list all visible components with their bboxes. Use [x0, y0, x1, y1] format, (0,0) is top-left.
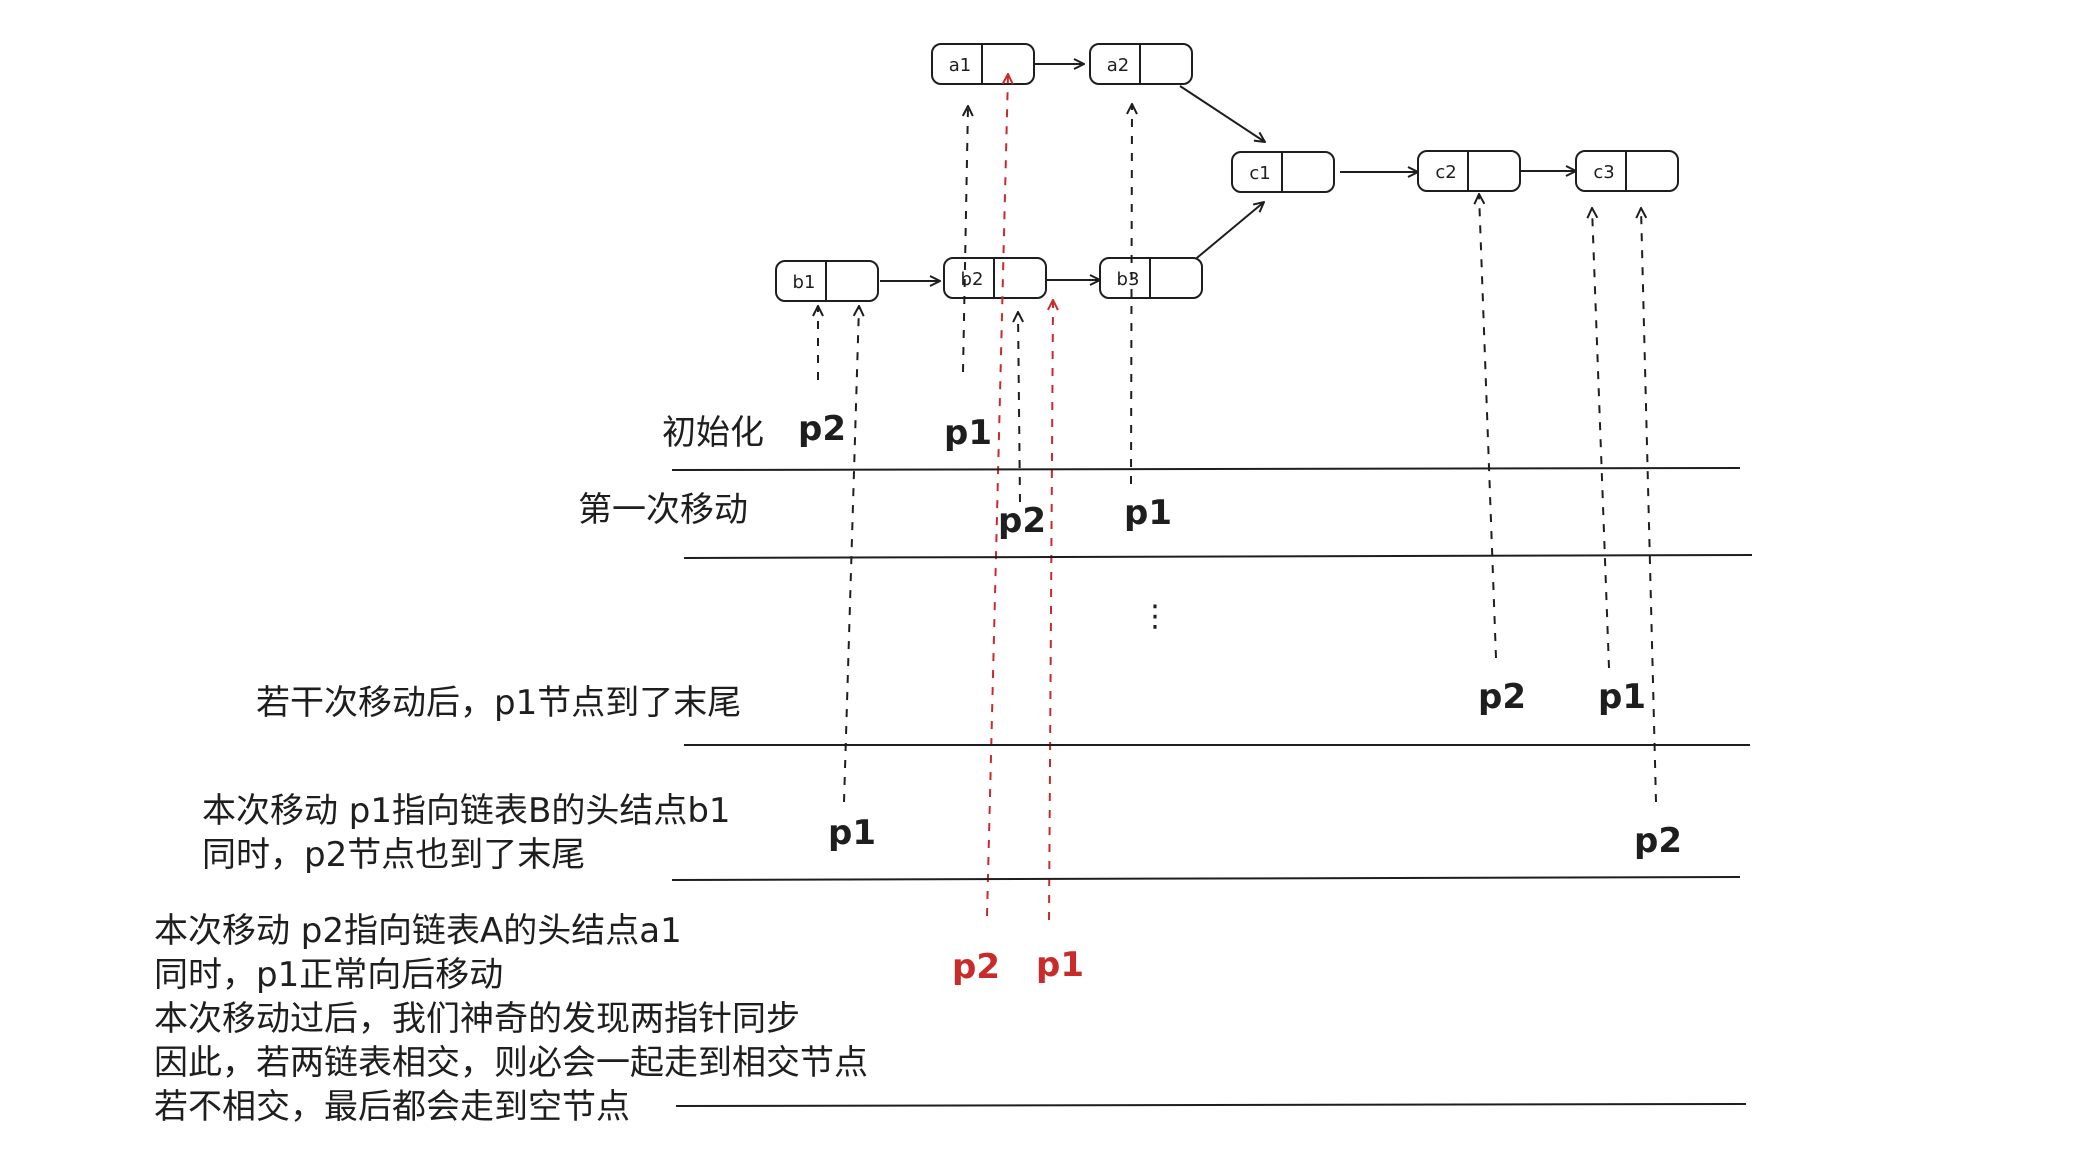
node-c3-label: c3 — [1593, 162, 1614, 183]
separator-2 — [683, 554, 1753, 559]
pointer-labels: p2 p1 p2 p1 ⋮ p2 p1 p1 p2 p2 p1 — [798, 409, 1682, 987]
final-p2-label: p2 — [952, 947, 1000, 987]
stage-p2-to-a-line4: 因此，若两链表相交，则必会一起走到相交节点 — [154, 1043, 868, 1083]
node-a1: a1 — [931, 43, 1035, 85]
stage-p2-to-a-line5: 若不相交，最后都会走到空节点 — [154, 1087, 630, 1127]
ellipsis: ⋮ — [1140, 599, 1170, 634]
node-b3: b3 — [1099, 257, 1203, 299]
init-p1-arrow — [963, 106, 968, 373]
init-p1-label: p1 — [944, 413, 992, 453]
node-c3: c3 — [1575, 150, 1679, 192]
node-b2-label: b2 — [961, 269, 984, 290]
switch-p1-label: p1 — [828, 813, 876, 853]
first-p2-arrow — [1018, 312, 1020, 503]
stage-p1-to-b-line2: 同时，p2节点也到了末尾 — [202, 835, 585, 875]
stage-init: 初始化 — [662, 413, 764, 453]
stage-p1-to-b-line1: 本次移动 p1指向链表B的头结点b1 — [202, 791, 731, 831]
first-p2-label: p2 — [998, 501, 1046, 541]
node-c2-label: c2 — [1435, 162, 1456, 183]
node-c2: c2 — [1417, 150, 1521, 192]
node-a2-label: a2 — [1107, 55, 1129, 76]
node-b1-label: b1 — [793, 272, 816, 293]
stage-labels: 初始化 第一次移动 若干次移动后，p1节点到了末尾 本次移动 p1指向链表B的头… — [154, 413, 868, 1127]
switch-p1-arrow — [843, 306, 859, 803]
separator-4 — [671, 876, 1741, 881]
stage-separators — [671, 467, 1753, 1107]
stage-first-move: 第一次移动 — [578, 490, 748, 530]
first-p1-arrow — [1131, 104, 1132, 485]
after-p1-arrow — [1592, 208, 1610, 669]
final-p2-arrow — [986, 74, 1008, 917]
node-b2: b2 — [943, 257, 1047, 299]
init-p2-label: p2 — [798, 409, 846, 449]
final-p1-arrow — [1049, 300, 1053, 921]
node-a2: a2 — [1089, 43, 1193, 85]
separator-1 — [671, 467, 1741, 471]
final-p1-label: p1 — [1036, 945, 1084, 985]
node-b1: b1 — [775, 260, 879, 302]
list-links — [880, 64, 1576, 281]
pointer-arrows-red — [986, 74, 1053, 921]
pointer-arrows — [818, 104, 1657, 803]
stage-p2-to-a-line1: 本次移动 p2指向链表A的头结点a1 — [154, 911, 682, 951]
stage-after-moves: 若干次移动后，p1节点到了末尾 — [256, 683, 741, 723]
switch-p2-arrow — [1641, 208, 1657, 803]
link-a2-c1 — [1179, 85, 1265, 142]
switch-p2-label: p2 — [1634, 821, 1682, 861]
after-p1-label: p1 — [1598, 677, 1646, 717]
node-b3-label: b3 — [1117, 269, 1140, 290]
after-p2-arrow — [1479, 194, 1497, 659]
link-b3-c1 — [1191, 202, 1264, 263]
separator-5 — [675, 1103, 1747, 1107]
node-c1: c1 — [1231, 151, 1335, 193]
stage-p2-to-a-line2: 同时，p1正常向后移动 — [154, 955, 503, 995]
after-p2-label: p2 — [1478, 677, 1526, 717]
first-p1-label: p1 — [1124, 493, 1172, 533]
node-c1-label: c1 — [1249, 163, 1270, 184]
stage-p2-to-a-line3: 本次移动过后，我们神奇的发现两指针同步 — [154, 999, 800, 1039]
node-a1-label: a1 — [949, 55, 971, 76]
